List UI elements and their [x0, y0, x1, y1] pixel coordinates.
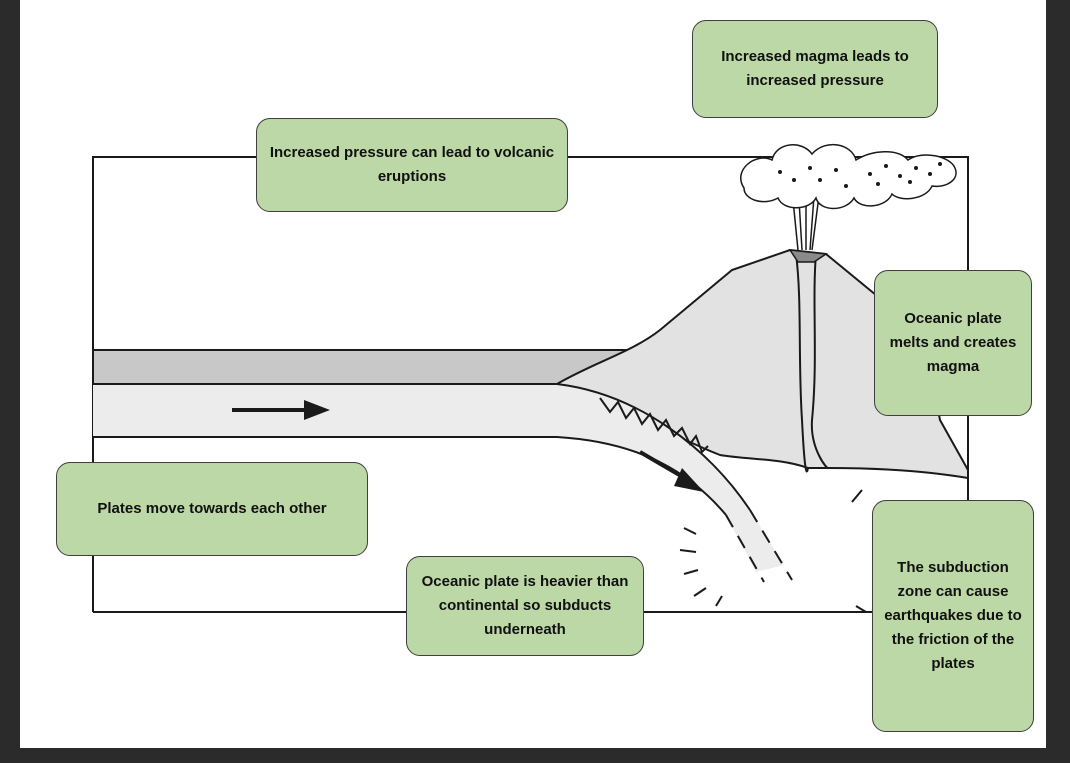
label-heavier-text: Oceanic plate is heavier than continenta… [421, 573, 629, 638]
label-plate-melts-text: Oceanic plate melts and creates magma [889, 310, 1017, 375]
subducting-dashes-lower [725, 514, 765, 583]
crater [788, 249, 829, 263]
subducting-dashes-upper [749, 509, 793, 581]
label-earthquakes: The subduction zone can cause earthquake… [872, 500, 1034, 732]
label-eruptions-text: Increased pressure can lead to volcanic … [269, 144, 555, 185]
ash-particles [778, 162, 942, 188]
subduction-diagram [92, 143, 969, 613]
oceanic-plate [93, 384, 784, 572]
label-magma-pressure: Increased magma leads to increased press… [692, 20, 938, 118]
label-plates-move: Plates move towards each other [56, 462, 368, 556]
label-plate-melts: Oceanic plate melts and creates magma [874, 270, 1032, 416]
ash-cloud-icon [740, 143, 957, 210]
arrow-down-right-icon [638, 450, 704, 492]
label-heavier: Oceanic plate is heavier than continenta… [406, 556, 644, 656]
label-earthquakes-text: The subduction zone can cause earthquake… [884, 559, 1022, 672]
friction-zigzag [599, 397, 709, 454]
eruption-column [791, 186, 821, 251]
label-magma-pressure-text: Increased magma leads to increased press… [721, 48, 909, 89]
label-plates-move-text: Plates move towards each other [97, 500, 327, 517]
label-eruptions: Increased pressure can lead to volcanic … [256, 118, 568, 212]
diagram-canvas: Increased magma leads to increased press… [20, 0, 1046, 748]
arrow-right-icon [232, 400, 330, 420]
earthquake-marks [679, 489, 867, 613]
diagram-frame [92, 156, 969, 613]
bottom-strip [0, 748, 1070, 763]
magma-conduit [795, 253, 829, 473]
